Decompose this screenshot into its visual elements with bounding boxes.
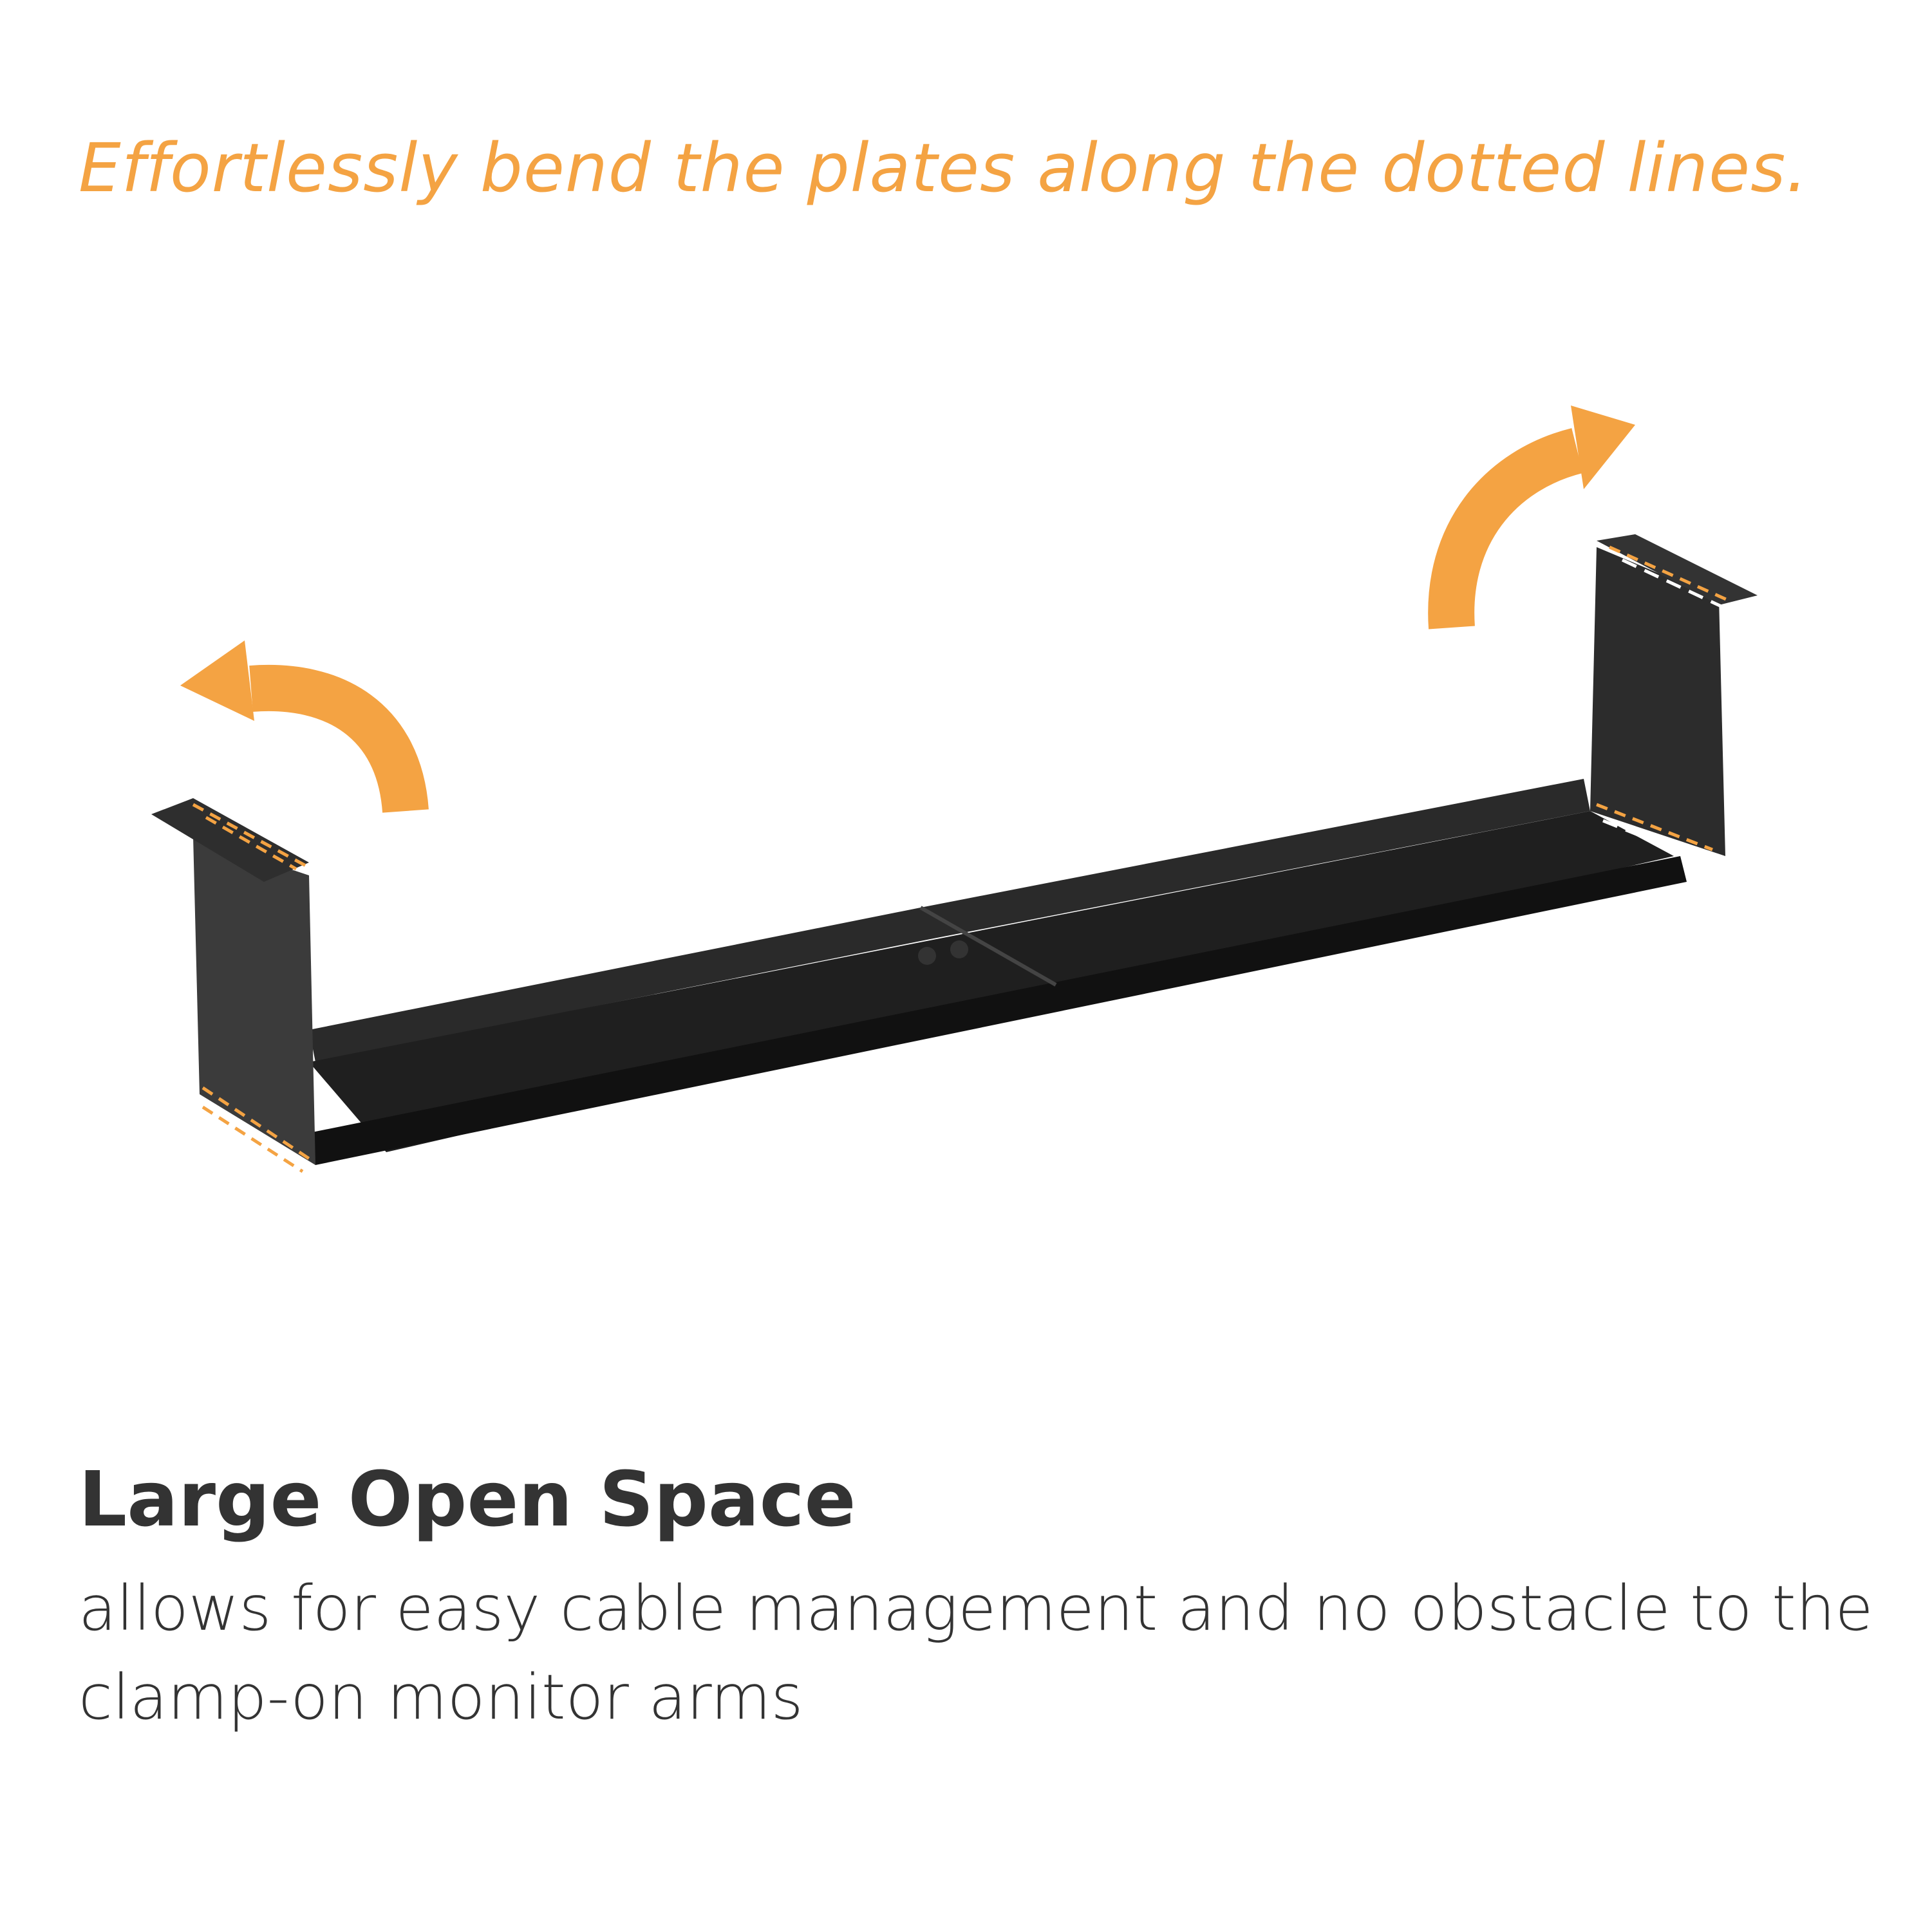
feature-title: Large Open Space	[79, 1455, 856, 1544]
headline: Effortlessly bend the plates along the d…	[79, 129, 1808, 207]
curved-arrow-right-icon	[1428, 406, 1635, 630]
cable-tray	[151, 534, 1758, 1173]
feature-description: allows for easy cable management and no …	[79, 1572, 1873, 1733]
curved-arrow-left-icon	[180, 640, 429, 814]
